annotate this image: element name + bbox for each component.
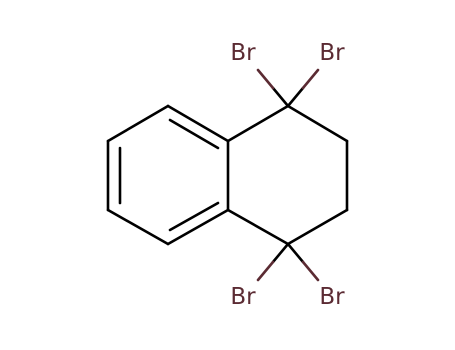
- double-bond-inner-bottom: [168, 201, 220, 232]
- bond-c1-c2: [166, 104, 230, 143]
- bond-c10-br4-a: [286, 242, 305, 264]
- atom-label-br-bottom-right: Br: [319, 284, 345, 310]
- bond-c6-c1: [106, 104, 170, 143]
- bond-c2-c7: [226, 104, 290, 143]
- atom-label-br-top-left: Br: [230, 40, 256, 66]
- bond-c7-br1-a: [271, 86, 290, 108]
- atom-label-br-top-right: Br: [319, 40, 345, 66]
- double-bond-inner-top: [168, 118, 220, 150]
- bond-c10-br4-b: [301, 260, 320, 282]
- bond-c7-c8: [286, 104, 349, 143]
- bond-c7-br2-a: [286, 86, 305, 108]
- bond-c9-c10: [286, 208, 349, 246]
- bond-c4-c5: [106, 208, 170, 246]
- bond-c7-br1-b: [256, 68, 275, 90]
- bond-c10-c3: [226, 208, 290, 246]
- atom-label-br-bottom-left: Br: [230, 284, 256, 310]
- bond-c10-br3-a: [271, 242, 290, 264]
- bond-c10-br3-b: [256, 260, 275, 282]
- bond-c3-c4: [166, 208, 230, 246]
- bond-c7-br2-b: [301, 68, 320, 90]
